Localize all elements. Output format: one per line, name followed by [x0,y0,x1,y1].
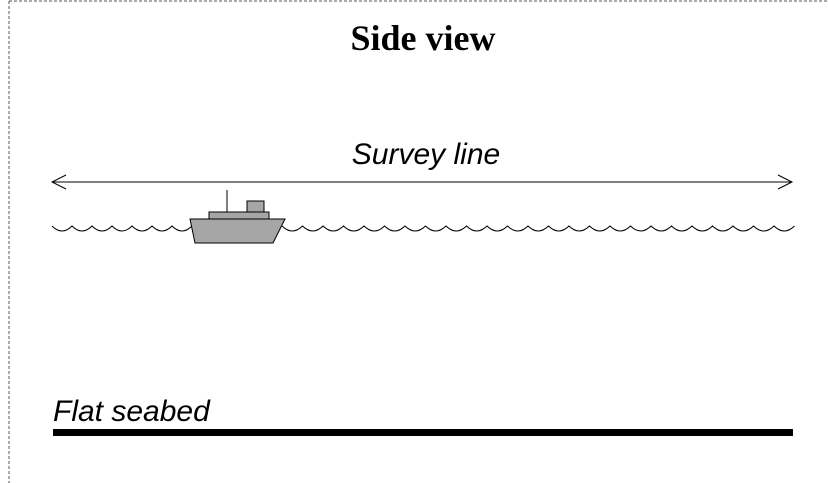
dashed-frame [8,0,828,483]
diagram-title: Side view [350,18,495,58]
sea-surface-waves-right [281,225,795,232]
ship-icon [189,190,286,244]
sea-surface-waves-left [51,225,193,232]
seabed-label: Flat seabed [53,395,211,428]
survey-line-arrow [50,174,794,190]
survey-line-label: Survey line [352,138,500,171]
flat-seabed-line [53,429,793,436]
